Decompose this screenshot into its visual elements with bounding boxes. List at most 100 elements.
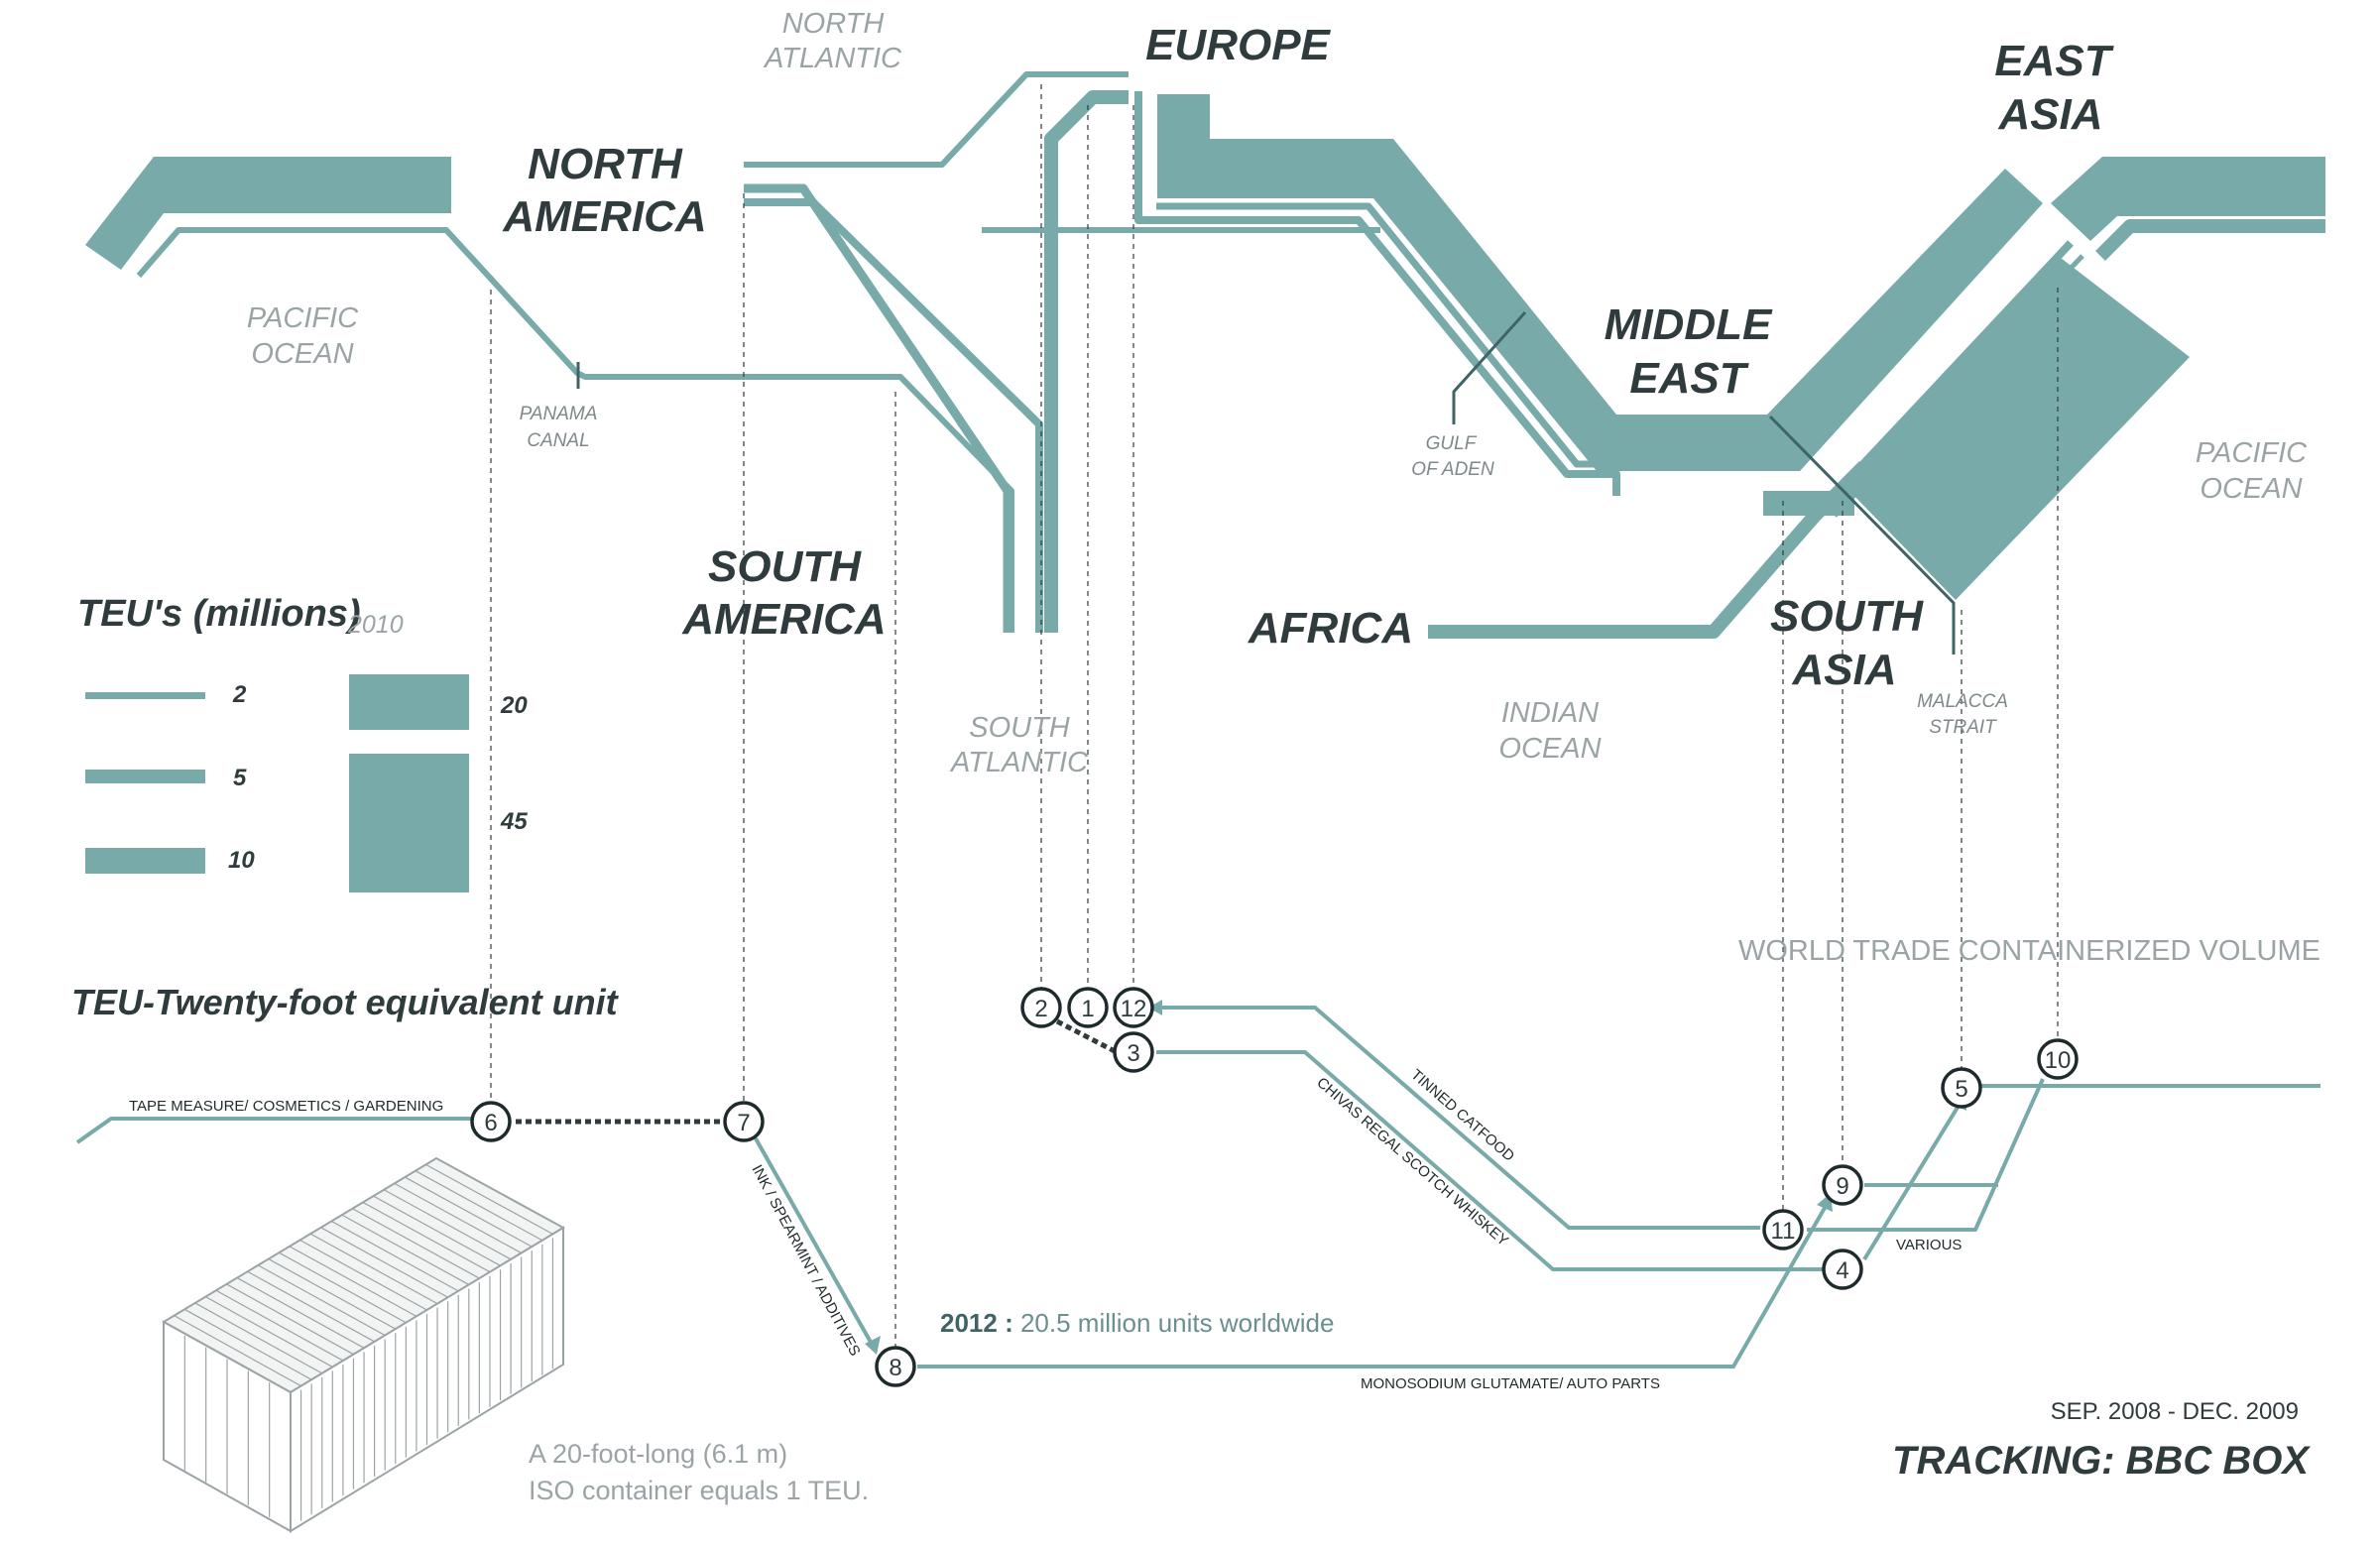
stop-8-label: 8 [889, 1355, 901, 1381]
band-europe-south-atlantic [1044, 90, 1129, 633]
container-illustration [161, 1156, 566, 1533]
region-middle-east-1: MIDDLE [1605, 300, 1773, 349]
ocean-pacific-west-2: OCEAN [251, 338, 353, 370]
strait-markers [576, 310, 1956, 654]
ocean-north-atlantic-1: NORTH [782, 8, 885, 40]
stop-4: 4 [1822, 1249, 1863, 1290]
container-roof-rib [352, 1208, 480, 1279]
band-north-america-europe-2 [744, 183, 1012, 633]
region-south-america-1: SOUTH [708, 542, 862, 591]
ocean-north-atlantic-2: ATLANTIC [763, 43, 902, 74]
legend-swatch-45 [349, 754, 469, 892]
stop-3-label: 3 [1127, 1040, 1139, 1067]
band-south-america-atlantic [744, 198, 1043, 633]
legend-swatch-20 [349, 674, 469, 730]
ocean-indian-2: OCEAN [1498, 733, 1601, 765]
container-roof-rib [394, 1182, 522, 1254]
stat-year: 2012 : [940, 1308, 1013, 1338]
stop-4-label: 4 [1836, 1257, 1848, 1284]
stop-3: 3 [1113, 1031, 1154, 1073]
legend-value-20: 20 [500, 692, 528, 719]
teu-definition: TEU-Twenty-foot equivalent unit [71, 982, 620, 1022]
region-labels: NORTH AMERICA SOUTH AMERICA EUROPE EAST … [502, 21, 2113, 694]
band-north-america-europe-1 [744, 71, 1129, 168]
legend-swatch-10 [85, 848, 205, 874]
container-caption: A 20-foot-long (6.1 m) ISO container equ… [529, 1439, 869, 1505]
container-roof-rib [174, 1315, 301, 1387]
trade-flow-bands [85, 71, 2325, 639]
legend-value-10: 10 [228, 847, 255, 874]
track-3-to-4 [1156, 1050, 1825, 1271]
container-roof-rib [299, 1239, 427, 1311]
footer: SEP. 2008 - DEC. 2009 TRACKING: BBC BOX [1892, 1398, 2311, 1483]
label-msg: MONOSODIUM GLUTAMATE/ AUTO PARTS [1361, 1375, 1660, 1392]
ocean-pacific-west-1: PACIFIC [247, 302, 359, 334]
band-thin-east-asia-1 [1812, 240, 2074, 519]
ocean-south-atlantic-2: ATLANTIC [949, 747, 1089, 778]
stats: 2012 : 20.5 million units worldwide WORL… [940, 935, 2320, 1338]
label-various: VARIOUS [1896, 1237, 1962, 1253]
container-roof-rib [320, 1227, 448, 1298]
container-roof-rib [425, 1163, 553, 1235]
place-malacca-2: STRAIT [1929, 717, 1997, 738]
label-tape-measure: TAPE MEASURE/ COSMETICS / GARDENING [129, 1098, 443, 1115]
container-roof-rib [183, 1308, 312, 1380]
tracking-title: TRACKING: BBC BOX [1892, 1439, 2311, 1483]
track-11-to-10 [1807, 1078, 2045, 1232]
ocean-labels: PACIFIC OCEAN NORTH ATLANTIC SOUTH ATLAN… [247, 8, 2308, 778]
band-east-asia-pacific-1 [2051, 157, 2325, 241]
container-roof-rib [341, 1214, 470, 1285]
container-roof-rib [205, 1296, 333, 1368]
place-labels: PANAMA CANAL GULF OF ADEN MALACCA STRAIT [520, 404, 2008, 738]
container-ribs [174, 1163, 554, 1521]
stop-1-label: 1 [1081, 996, 1094, 1022]
stop-7: 7 [723, 1101, 765, 1142]
legend-swatch-5 [85, 770, 205, 783]
stop-12: 12 [1113, 987, 1154, 1028]
stop-11: 11 [1762, 1209, 1804, 1250]
place-malacca-1: MALACCA [1917, 691, 2008, 712]
container-roof-rib [404, 1176, 533, 1248]
malacca-marker [1768, 415, 1956, 654]
stop-1: 1 [1067, 987, 1109, 1028]
track-8-to-9 [917, 1207, 1827, 1368]
band-europe-middle-east-thin-1 [1134, 91, 1620, 496]
container-roof-rib [247, 1270, 375, 1343]
track-7-to-8 [754, 1137, 875, 1347]
stop-9: 9 [1822, 1164, 1863, 1206]
container-roof-rib [236, 1277, 365, 1349]
region-south-america-2: AMERICA [681, 595, 886, 644]
place-panama-1: PANAMA [520, 404, 598, 424]
container-roof-rib [330, 1220, 459, 1292]
stop-7-label: 7 [737, 1110, 750, 1136]
ocean-pacific-east-2: OCEAN [2200, 473, 2302, 505]
container-roof-rib [289, 1246, 417, 1317]
track-12-arrow [1148, 1000, 1162, 1015]
band-east-asia-pacific-2 [2095, 219, 2325, 261]
label-catfood: TINNED CATFOOD [1407, 1066, 1517, 1165]
track-11-to-12 [1162, 1006, 1760, 1230]
container-roof-rib [279, 1251, 407, 1324]
stop-12-label: 12 [1121, 996, 1147, 1022]
ocean-south-atlantic-1: SOUTH [969, 712, 1070, 744]
ocean-pacific-east-1: PACIFIC [2196, 437, 2308, 469]
stop-5-label: 5 [1955, 1076, 1967, 1103]
stop-2-label: 2 [1034, 996, 1047, 1022]
legend-value-45: 45 [500, 808, 528, 835]
container-roof-rib [362, 1201, 491, 1273]
container-roof-rib [373, 1195, 501, 1266]
container-caption-2: ISO container equals 1 TEU. [529, 1476, 869, 1505]
stop-5: 5 [1941, 1067, 1982, 1109]
region-middle-east-2: EAST [1629, 354, 1748, 403]
container-roof-rib [226, 1283, 354, 1356]
guide-lines [490, 84, 2059, 1349]
world-trade-title: WORLD TRADE CONTAINERIZED VOLUME [1738, 935, 2320, 967]
container-caption-1: A 20-foot-long (6.1 m) [529, 1439, 787, 1469]
track-2-to-3 [1055, 1018, 1117, 1054]
container-roof-rib [268, 1258, 397, 1330]
region-south-asia-1: SOUTH [1770, 592, 1924, 641]
ocean-indian-1: INDIAN [1501, 697, 1599, 729]
legend-value-2: 2 [232, 681, 247, 708]
stat-line: 2012 : 20.5 million units worldwide [940, 1308, 1334, 1338]
aden-marker [1452, 310, 1527, 424]
